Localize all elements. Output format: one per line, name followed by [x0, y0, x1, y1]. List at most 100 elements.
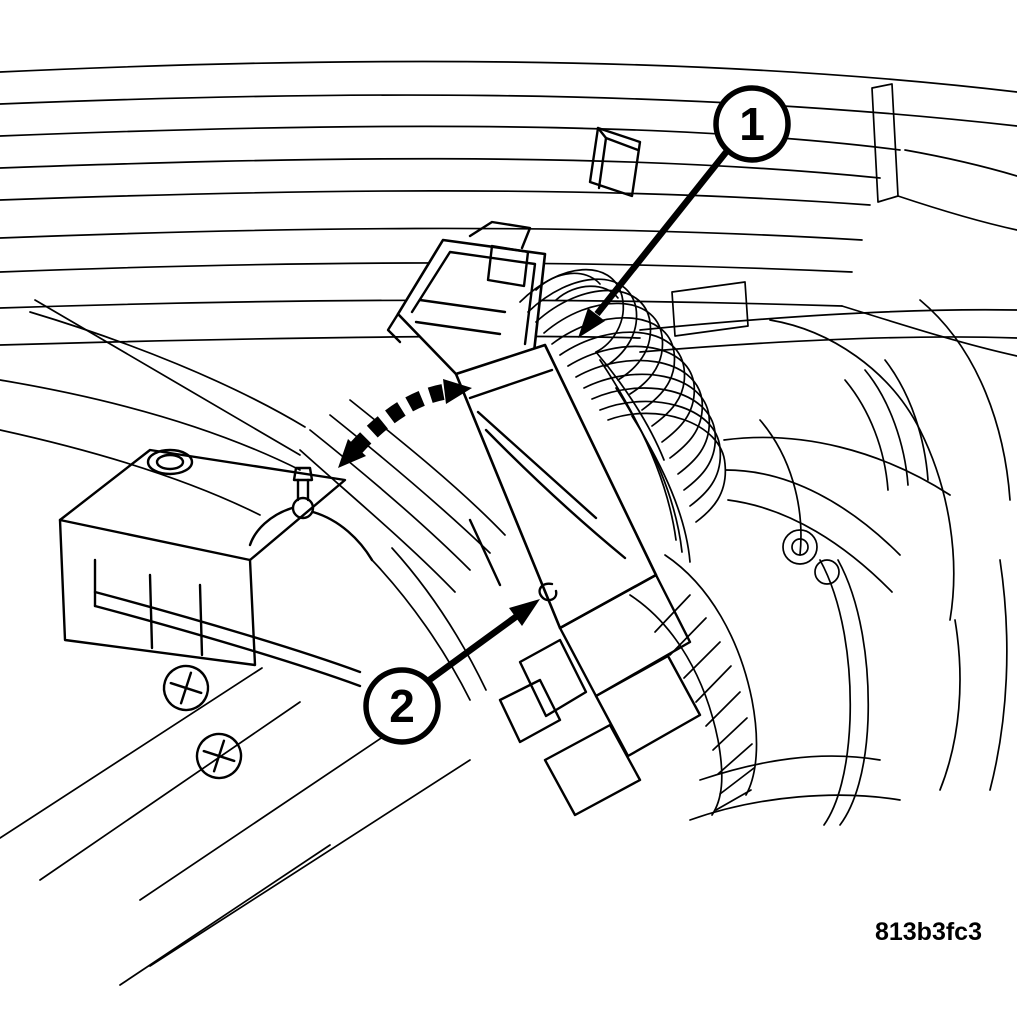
harness-connector-wires-segment: [535, 289, 652, 381]
battery-segment: [296, 478, 310, 502]
pcm-connector-segment: [498, 678, 562, 744]
hood-cowl-lines: [0, 60, 1017, 516]
pcm-connector-segment: [518, 638, 588, 718]
engine-components-segment: [837, 559, 870, 826]
battery-segment: [311, 510, 374, 562]
lower-harness-segment: [371, 559, 471, 701]
upper-harness-segment: [727, 499, 893, 593]
callout-2-arrow-shaft: [426, 613, 519, 684]
engine-components-segment: [819, 559, 852, 826]
hood-cowl-lines-segment: [0, 379, 301, 471]
engine-components-segment: [844, 379, 889, 491]
ribbed-conduit-segment: [705, 691, 741, 727]
callout-2: 2: [363, 599, 540, 745]
battery-post-bolt: [292, 466, 314, 482]
ribbed-conduit-segment: [717, 743, 753, 775]
rotation-arrow-arc: [350, 384, 445, 454]
hood-cowl-lines-segment: [0, 60, 1017, 93]
callout-2-circle: [363, 667, 441, 745]
ribbed-conduit-segment: [669, 617, 707, 656]
engine-components-segment: [699, 755, 881, 781]
callout-1-arrow-shaft: [594, 148, 730, 317]
upper-harness-segment: [639, 308, 1017, 331]
hood-cowl-lines-segment: [897, 195, 1017, 231]
pcm-connector-segment: [468, 368, 554, 400]
upper-harness-segment: [725, 469, 901, 556]
callout-2-arrow-head: [509, 599, 540, 626]
ribbed-conduit-segment: [719, 767, 755, 795]
lower-harness-segment: [329, 414, 491, 554]
tray-lines: [0, 667, 471, 986]
battery-segment: [93, 604, 362, 688]
harness-connector-wires-segment: [595, 351, 665, 461]
battery-segment: [58, 448, 347, 562]
engine-components-segment: [939, 619, 961, 791]
pcm-connector-segment: [414, 320, 502, 336]
ribbed-conduit-segment: [715, 789, 752, 811]
harness-clip: [588, 126, 642, 198]
engine-components-segment: [759, 419, 802, 556]
lower-harness-segment: [391, 547, 487, 691]
harness-connector-wires-segment: [543, 302, 664, 395]
engine-components-segment: [782, 529, 818, 565]
pcm-connector-segment: [558, 573, 692, 698]
battery-segment: [146, 448, 194, 476]
harness-connector-wires-segment: [559, 331, 686, 427]
battery-screw-2-segment: [195, 732, 243, 780]
harness-connector-wires-segment: [607, 412, 727, 523]
tray-lines-segment: [149, 759, 471, 967]
pcm-connector-segment: [486, 244, 530, 288]
pcm-connector-segment: [476, 410, 598, 520]
connector-release-lever: [538, 582, 558, 602]
harness-clip-segment: [597, 136, 608, 190]
harness-connector-wires-segment: [599, 400, 722, 507]
tray-lines-segment: [0, 667, 263, 839]
battery-segment: [93, 590, 362, 674]
pcm-connector-segment: [484, 428, 627, 560]
ribbed-conduit-segment: [712, 717, 748, 751]
ribbed-conduit-segment: [683, 641, 721, 679]
figure-code: 813b3fc3: [875, 918, 982, 946]
hood-cowl-lines-segment: [0, 157, 881, 179]
hood-cowl-lines-segment: [0, 94, 1017, 127]
battery-segment: [58, 518, 257, 667]
engine-components-segment: [989, 559, 1008, 791]
battery-screw-2-segment: [202, 739, 236, 773]
lower-harness-segment: [309, 429, 471, 571]
connector-body: [454, 343, 658, 630]
battery: [58, 448, 374, 780]
pcm-connector-segment: [468, 518, 502, 587]
upper-harness-segment: [671, 281, 749, 337]
battery-screw-2: [195, 732, 243, 780]
callout-1-circle: [713, 85, 791, 163]
callout-1-label: 1: [739, 98, 765, 150]
callout-2-label: 2: [389, 680, 415, 732]
engine-components-segment: [864, 369, 909, 486]
pcm-connector: [386, 220, 702, 817]
harness-connector-wires-segment: [631, 415, 691, 563]
battery-screw-1: [162, 664, 210, 712]
battery-segment: [148, 573, 154, 650]
lower-harness-segment: [349, 399, 506, 536]
ribbed-conduit-segment: [654, 594, 691, 633]
battery-screw-1-segment: [169, 671, 203, 705]
harness-connector-wires-segment: [615, 387, 683, 553]
hood-cowl-lines-segment: [34, 299, 301, 456]
pcm-connector-segment: [468, 220, 532, 250]
hood-cowl-lines-segment: [0, 262, 853, 273]
upper-harness: [639, 281, 1017, 593]
hood-cowl-lines-segment: [0, 190, 871, 206]
tray-lines-segment: [39, 701, 301, 881]
harness-connector-wires-segment: [591, 387, 717, 491]
harness-clip-segment: [588, 126, 642, 198]
harness-connector-wires-segment: [575, 359, 704, 459]
engine-components-segment: [884, 359, 929, 481]
battery-segment: [248, 506, 294, 547]
hood-cowl-lines-segment: [29, 311, 306, 428]
pcm-connector-segment: [386, 312, 402, 344]
battery-segment: [155, 453, 185, 471]
upper-harness-segment: [723, 436, 951, 496]
harness-connector-wires: [519, 268, 727, 563]
pcm-connector-segment: [594, 654, 702, 758]
